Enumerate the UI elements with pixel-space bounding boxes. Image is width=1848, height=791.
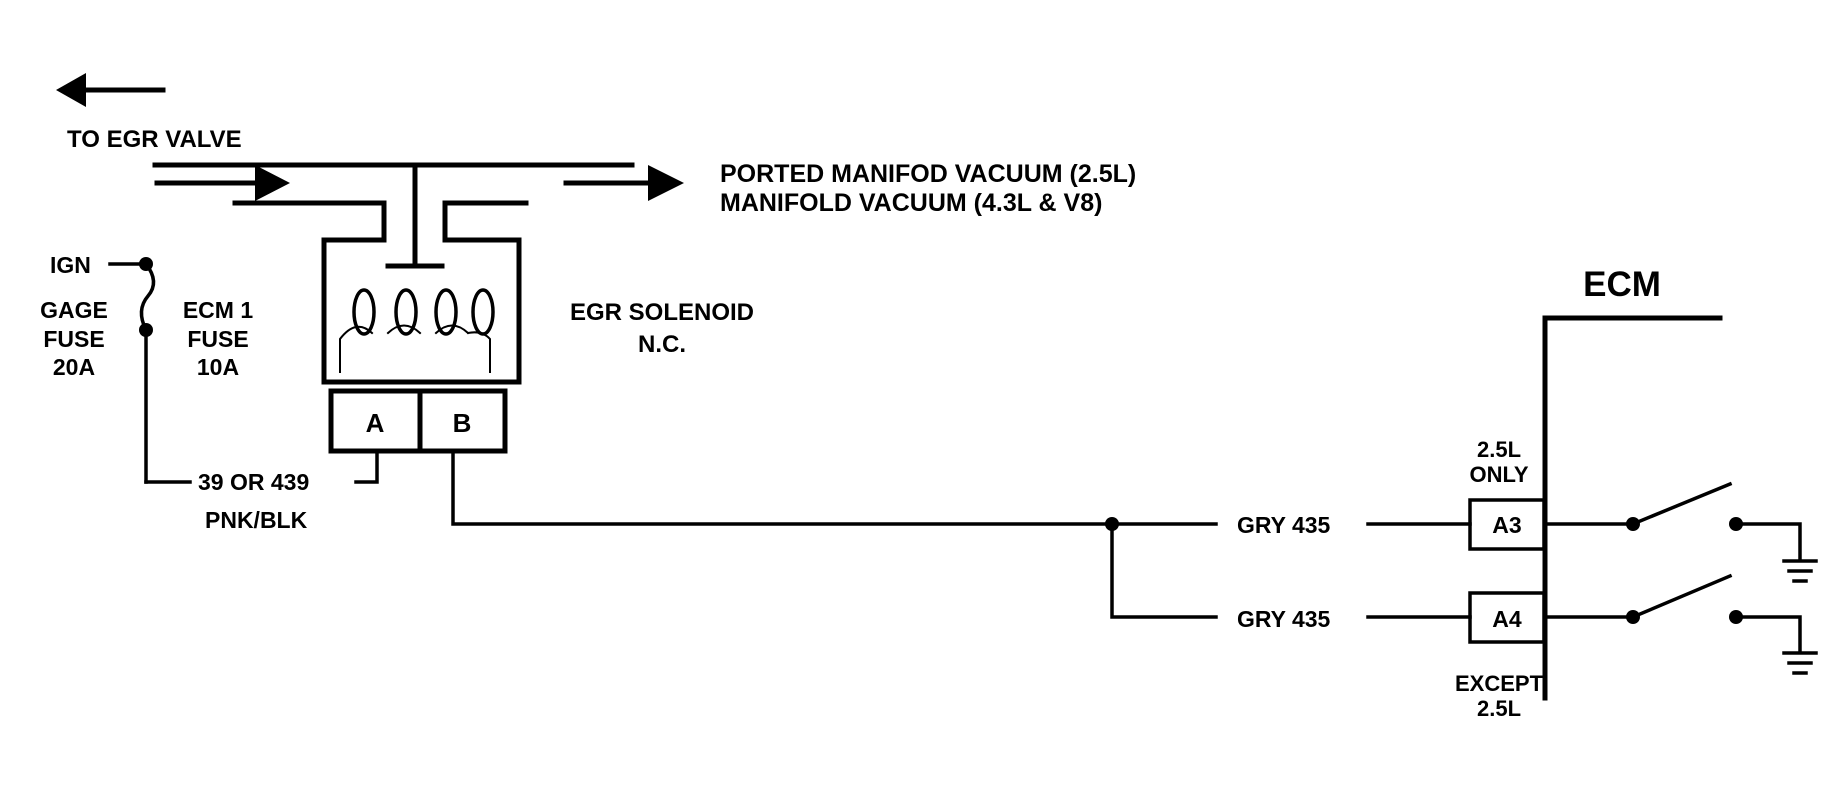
ecm-switch-a4 <box>1543 573 1818 675</box>
solenoid-connector <box>328 388 508 454</box>
wire-a <box>351 449 379 484</box>
wire-b-upper-label: GRY 435 <box>1237 512 1331 538</box>
svg-text:10A: 10A <box>197 354 239 380</box>
vacuum-source-line1: PORTED MANIFOD VACUUM (2.5L) <box>720 160 1136 188</box>
svg-text:20A: 20A <box>53 354 95 380</box>
ecm-title: ECM <box>1583 265 1661 304</box>
svg-text:FUSE: FUSE <box>43 326 104 352</box>
ecm-switch-a3 <box>1543 481 1818 583</box>
egr-valve-arrow <box>56 73 166 107</box>
wire-b-lower-label: GRY 435 <box>1237 606 1331 632</box>
terminal-a-label: A <box>366 408 385 438</box>
ign-label: IGN <box>50 252 91 278</box>
svg-text:ONLY: ONLY <box>1469 462 1528 487</box>
power-feed <box>108 257 192 484</box>
wire-a-circuit: 39 OR 439 <box>198 469 309 495</box>
vacuum-pipe <box>152 162 684 269</box>
svg-text:2.5L: 2.5L <box>1477 437 1521 462</box>
ecm-fuse-label: ECM 1 FUSE 10A <box>183 297 254 380</box>
terminal-b-label: B <box>453 408 472 438</box>
pin-a4-label: A4 <box>1492 606 1522 632</box>
a3-note: 2.5L ONLY <box>1469 437 1528 487</box>
svg-text:EXCEPT: EXCEPT <box>1455 671 1544 696</box>
pin-a3-label: A3 <box>1492 512 1521 538</box>
egr-valve-label: TO EGR VALVE <box>67 126 242 153</box>
vacuum-source-line2: MANIFOLD VACUUM (4.3L & V8) <box>720 189 1102 217</box>
wire-b <box>451 449 1472 619</box>
solenoid-coil <box>339 288 495 373</box>
svg-text:2.5L: 2.5L <box>1477 696 1521 721</box>
solenoid-label-line2: N.C. <box>638 331 686 358</box>
wire-a-color: PNK/BLK <box>205 507 308 533</box>
solenoid-label-line1: EGR SOLENOID <box>570 299 754 326</box>
svg-text:GAGE: GAGE <box>40 297 108 323</box>
svg-text:ECM 1: ECM 1 <box>183 297 254 323</box>
svg-text:FUSE: FUSE <box>187 326 248 352</box>
egr-solenoid <box>321 237 522 454</box>
a4-note: EXCEPT 2.5L <box>1455 671 1544 721</box>
ecm-box <box>1542 315 1723 701</box>
gage-fuse-label: GAGE FUSE 20A <box>40 297 108 380</box>
